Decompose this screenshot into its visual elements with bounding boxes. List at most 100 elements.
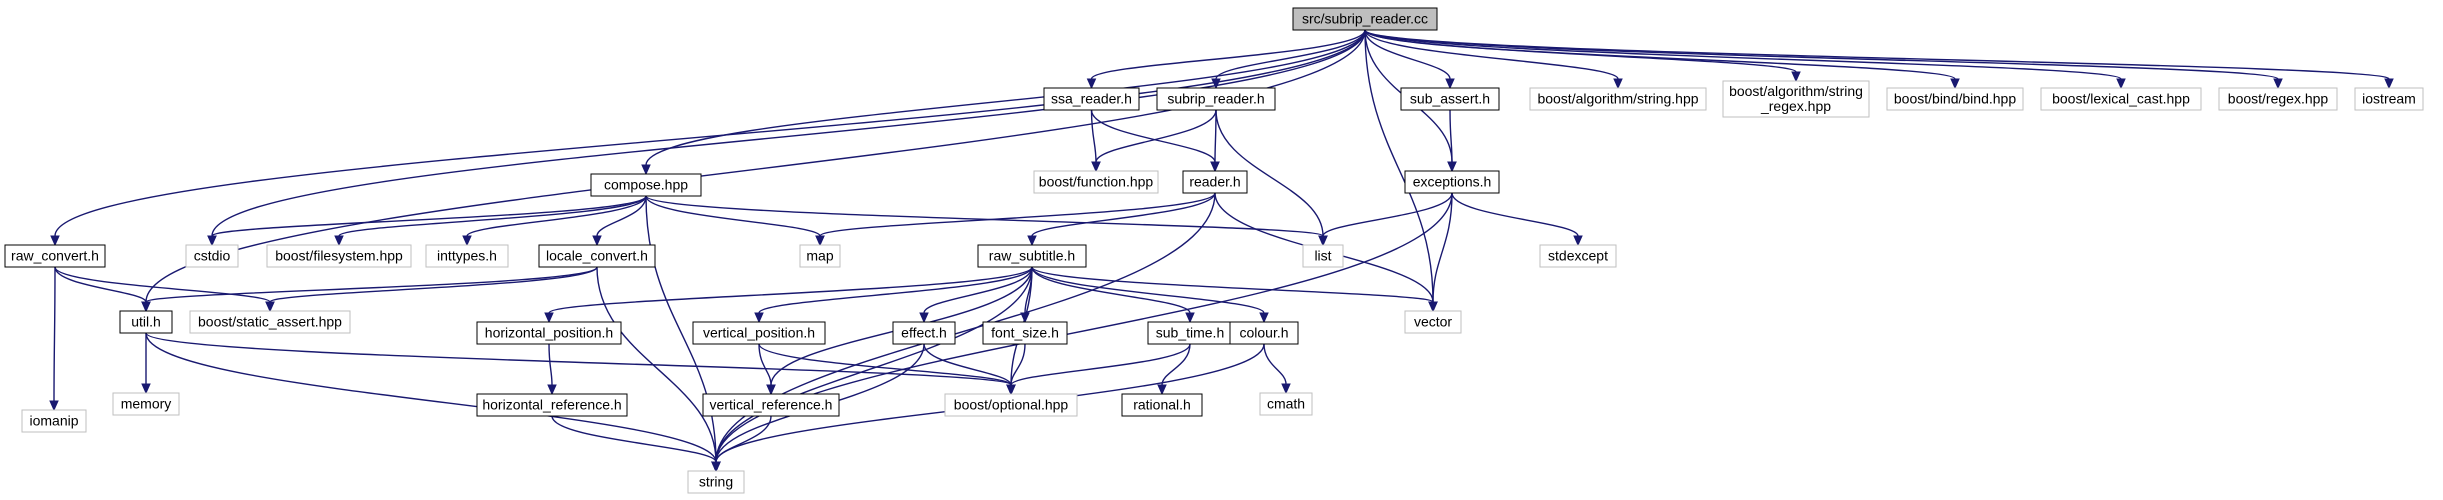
node-horizontal-position-h[interactable]: horizontal_position.h (476, 321, 622, 345)
node-reader-h[interactable]: reader.h (1182, 170, 1248, 194)
edge-root-to-boost_algorithm_string_hpp (1364, 29, 1623, 90)
node-vertical-reference-h[interactable]: vertical_reference.h (702, 393, 840, 417)
edge-raw_convert_h-to-iomanip (49, 266, 59, 412)
node-label: boost/function.hpp (1039, 174, 1154, 190)
edge-compose_hpp-to-inttypes_h (462, 195, 647, 247)
node-label: raw_convert.h (11, 248, 99, 264)
node-label: src/subrip_reader.cc (1302, 11, 1428, 27)
node-label: font_size.h (991, 325, 1059, 341)
edge-sub_time_h-to-boost_optional_hpp (1006, 343, 1191, 396)
edge-exceptions_h-to-stdexcept (1451, 192, 1583, 247)
edge-root-to-util_h (141, 29, 1366, 313)
node-boost-function-hpp: boost/function.hpp (1033, 170, 1159, 194)
edge-root-to-ssa_reader_h (1086, 29, 1366, 90)
edge-locale_convert_h-to-boost_static_assert_hpp (265, 266, 598, 313)
edge-root-to-iostream (1364, 29, 2394, 90)
node-boost-static-assert-hpp: boost/static_assert.hpp (189, 310, 351, 334)
node-label: ssa_reader.h (1051, 91, 1132, 107)
edge-compose_hpp-to-list (645, 195, 1328, 247)
node-compose-hpp[interactable]: compose.hpp (590, 173, 702, 197)
node-raw-convert-h[interactable]: raw_convert.h (4, 244, 106, 268)
edge-root-to-raw_convert_h (50, 29, 1366, 247)
node-label: string (699, 474, 733, 490)
edge-raw_convert_h-to-boost_static_assert_hpp (54, 266, 275, 313)
node-label: horizontal_reference.h (482, 397, 621, 413)
node-label: boost/optional.hpp (954, 397, 1069, 413)
node-label: list (1314, 248, 1331, 264)
node-map: map (799, 244, 841, 268)
node-rational-h[interactable]: rational.h (1121, 393, 1203, 417)
node-effect-h[interactable]: effect.h (892, 321, 956, 345)
edge-reader_h-to-raw_subtitle_h (1027, 192, 1216, 247)
edge-sub_time_h-to-rational_h (1157, 343, 1191, 396)
node-label: effect.h (901, 325, 947, 341)
node-iostream: iostream (2354, 87, 2424, 111)
node-label: compose.hpp (604, 177, 688, 193)
edge-util_h-to-memory (141, 333, 151, 395)
node-label: boost/regex.hpp (2228, 91, 2329, 107)
node-horizontal-reference-h[interactable]: horizontal_reference.h (476, 393, 628, 417)
node-boost-filesystem-hpp: boost/filesystem.hpp (266, 244, 412, 268)
node-boost-bind-bind-hpp: boost/bind/bind.hpp (1886, 87, 2024, 111)
edge-horizontal_reference_h-to-string (551, 415, 721, 473)
edge-root-to-cstdio (207, 29, 1366, 247)
node-locale-convert-h[interactable]: locale_convert.h (538, 244, 656, 268)
node-util-h[interactable]: util.h (119, 310, 173, 334)
node-label: util.h (131, 314, 161, 330)
node-label: raw_subtitle.h (989, 248, 1075, 264)
node-memory: memory (112, 392, 180, 416)
nodes-layer: src/subrip_reader.cc raw_convert.h util.h c… (4, 7, 2424, 494)
edge-raw_subtitle_h-to-vector (1031, 266, 1438, 313)
node-vertical-position-h[interactable]: vertical_position.h (692, 321, 826, 345)
edge-effect_h-to-boost_optional_hpp (923, 343, 1016, 396)
node-ssa-reader-h[interactable]: ssa_reader.h (1043, 87, 1140, 111)
node-label: vertical_reference.h (710, 397, 833, 413)
node-label: boost/algorithm/string.hpp (1537, 91, 1698, 107)
node-exceptions-h[interactable]: exceptions.h (1404, 170, 1500, 194)
edge-colour_h-to-cmath (1263, 343, 1291, 395)
node-boost-regex-hpp: boost/regex.hpp (2218, 87, 2338, 111)
edge-locale_convert_h-to-util_h (141, 266, 598, 313)
edge-util_h-to-string (145, 332, 721, 473)
edge-root-to-compose_hpp (641, 29, 1366, 176)
edge-sub_assert_h-to-exceptions_h (1447, 109, 1457, 173)
node-inttypes-h: inttypes.h (425, 244, 509, 268)
node-stdexcept: stdexcept (1539, 244, 1617, 268)
node-font-size-h[interactable]: font_size.h (982, 321, 1068, 345)
node-label: horizontal_position.h (485, 325, 613, 341)
node-label: cstdio (194, 248, 231, 264)
node-label: rational.h (1133, 397, 1191, 413)
node-label: boost/static_assert.hpp (198, 314, 342, 330)
node-label: memory (121, 396, 172, 412)
node-sub-assert-h[interactable]: sub_assert.h (1400, 87, 1500, 111)
node-label: boost/lexical_cast.hpp (2052, 91, 2190, 107)
edge-root-to-subrip_reader_h (1211, 29, 1366, 90)
node-sub-time-h[interactable]: sub_time.h (1147, 321, 1233, 345)
node-label: sub_assert.h (1410, 91, 1490, 107)
node-boost-lexical-cast-hpp: boost/lexical_cast.hpp (2040, 87, 2202, 111)
edge-raw_subtitle_h-to-sub_time_h (1031, 266, 1195, 324)
node-label: stdexcept (1548, 248, 1608, 264)
node-iomanip: iomanip (21, 409, 87, 433)
edge-subrip_reader_h-to-boost_function_hpp (1091, 109, 1217, 173)
edge-raw_subtitle_h-to-colour_h (1031, 266, 1269, 324)
node-label: cmath (1267, 396, 1305, 412)
node-subrip-reader-h[interactable]: subrip_reader.h (1156, 87, 1276, 111)
node-cmath: cmath (1259, 392, 1313, 416)
node-label: _regex.hpp (1760, 98, 1831, 114)
edge-horizontal_position_h-to-horizontal_reference_h (547, 343, 557, 396)
node-label: inttypes.h (437, 248, 497, 264)
node-label: iostream (2362, 91, 2416, 107)
node-raw-subtitle-h[interactable]: raw_subtitle.h (977, 244, 1087, 268)
node-vector: vector (1404, 310, 1462, 334)
edge-compose_hpp-to-cstdio (207, 195, 647, 247)
node-root[interactable]: src/subrip_reader.cc (1292, 7, 1438, 31)
node-label: boost/bind/bind.hpp (1894, 91, 2016, 107)
node-colour-h[interactable]: colour.h (1229, 321, 1299, 345)
edge-compose_hpp-to-boost_filesystem_hpp (334, 195, 647, 247)
edge-raw_subtitle_h-to-horizontal_position_h (544, 266, 1033, 324)
node-boost-algorithm-string-hpp: boost/algorithm/string.hpp (1529, 87, 1707, 111)
node-label: exceptions.h (1413, 174, 1492, 190)
edge-compose_hpp-to-locale_convert_h (592, 195, 647, 247)
